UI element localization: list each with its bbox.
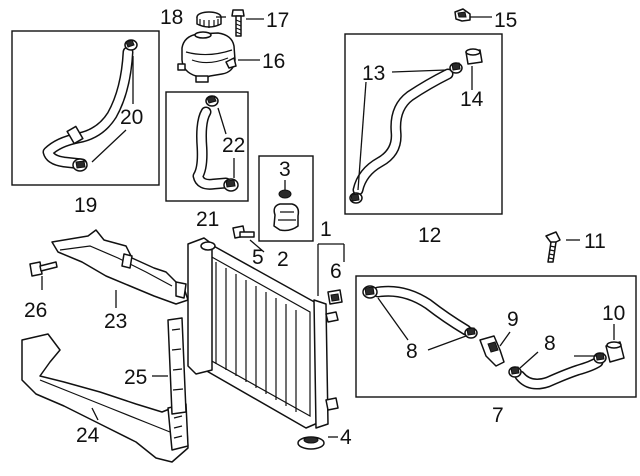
hose-clamp-8-c xyxy=(508,366,522,378)
overflow-hose-part xyxy=(42,46,134,170)
lower-support-panel-part xyxy=(21,333,189,463)
callout-7: 7 xyxy=(492,404,504,427)
hose-clamp-22-lower xyxy=(223,178,239,192)
bolt-26 xyxy=(29,261,58,277)
hose-clamp-20-upper xyxy=(124,39,138,51)
upper-radiator-hose-part xyxy=(352,68,454,196)
callout-14: 14 xyxy=(460,88,484,111)
callout-20: 20 xyxy=(120,106,143,129)
callout-19: 19 xyxy=(74,194,97,217)
callout-26: 26 xyxy=(24,299,47,322)
callout-18: 18 xyxy=(160,6,183,29)
callout-15: 15 xyxy=(494,9,517,32)
air-deflector-part xyxy=(51,229,189,305)
callout-10: 10 xyxy=(602,302,625,325)
hose-clamp-8-a xyxy=(362,285,378,299)
radiator-assembly-part xyxy=(187,237,339,429)
hose-clamp-22-upper xyxy=(205,95,219,107)
callout-23: 23 xyxy=(104,310,127,333)
connector-9 xyxy=(479,335,505,367)
callout-5: 5 xyxy=(252,246,264,269)
callout-3: 3 xyxy=(279,158,291,181)
fitting-14 xyxy=(465,48,483,65)
fitting-10 xyxy=(605,341,625,363)
mount-bracket-part xyxy=(273,189,300,232)
detail-box-2 xyxy=(258,155,314,242)
bypass-hose-part xyxy=(192,106,232,190)
callout-9: 9 xyxy=(507,308,519,331)
callout-6: 6 xyxy=(330,260,342,283)
side-seal-part xyxy=(167,317,187,415)
drain-valve-6 xyxy=(327,289,343,305)
detail-box-12 xyxy=(344,33,503,215)
detail-box-19 xyxy=(11,30,160,186)
callout-11: 11 xyxy=(584,230,606,253)
callout-12: 12 xyxy=(418,224,441,247)
callout-13: 13 xyxy=(362,62,385,85)
detail-box-7 xyxy=(355,275,637,398)
lower-radiator-hose-a xyxy=(372,285,472,336)
callout-8-right: 8 xyxy=(544,332,556,355)
bolt-11 xyxy=(545,231,561,263)
hose-clamp-13-upper xyxy=(449,62,463,74)
hose-clamp-8-d xyxy=(593,352,607,364)
callout-17: 17 xyxy=(266,9,289,32)
lower-radiator-hose-b xyxy=(514,356,604,390)
callout-2: 2 xyxy=(277,248,289,271)
grommet-4 xyxy=(297,436,325,450)
callout-25: 25 xyxy=(124,366,147,389)
reservoir-cap-part xyxy=(196,11,222,28)
coolant-reservoir-part xyxy=(177,31,237,83)
clip-15 xyxy=(454,8,471,22)
leader-lines xyxy=(41,16,615,438)
detail-box-21 xyxy=(165,91,249,202)
hose-clamp-13-lower xyxy=(349,192,363,204)
hose-clamp-20-lower xyxy=(72,158,88,172)
callout-8-left: 8 xyxy=(406,340,418,363)
callout-16: 16 xyxy=(262,50,285,73)
hose-clamp-8-b xyxy=(464,327,478,339)
bolt-5 xyxy=(232,225,255,239)
bolt-17 xyxy=(231,9,245,37)
callout-1: 1 xyxy=(320,218,332,241)
callout-21: 21 xyxy=(196,208,219,231)
callout-24: 24 xyxy=(76,424,100,447)
callout-4: 4 xyxy=(340,426,352,449)
callout-22: 22 xyxy=(222,134,245,157)
